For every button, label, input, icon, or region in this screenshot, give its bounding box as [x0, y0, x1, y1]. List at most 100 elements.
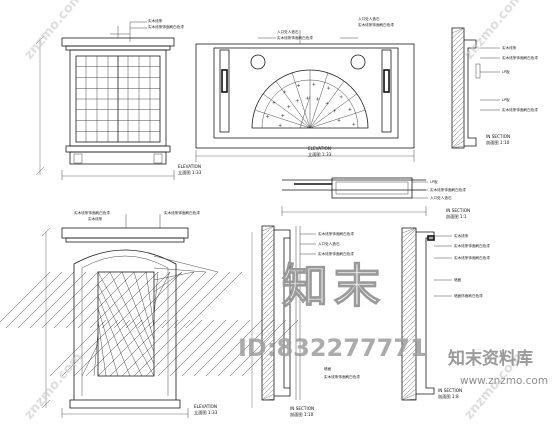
bottom-center-section: 实木线条饰面刷白色漆 入口处人造石 实木线条饰面刷白色漆 墙面 实木线条饰面刷白…: [251, 225, 360, 418]
annotation: 实木线条: [502, 45, 517, 50]
drawing-line: [451, 125, 465, 139]
annotation: 入口处人造石: [277, 29, 299, 34]
drawing-line: [261, 243, 275, 257]
drawing-line: [451, 95, 465, 109]
drawing-line: [133, 319, 191, 377]
drawing-line: [113, 271, 171, 329]
drawing-line: [97, 319, 155, 377]
watermark-id: ID:832277771: [238, 334, 427, 362]
drawing-title: IN SECTION: [290, 406, 314, 411]
drawing-line: [451, 80, 465, 94]
drawing-line: [65, 271, 123, 329]
drawing-line: [401, 227, 417, 239]
drawing-line: [89, 271, 147, 329]
drawing-line: [451, 145, 465, 149]
drawing-line: [145, 319, 203, 377]
drawing-title: ELEVATION: [308, 146, 331, 151]
drawing-scale: 剖面图 1:8: [438, 393, 459, 400]
annotation: 实木线条: [148, 18, 163, 23]
drawing-line: [0, 271, 51, 323]
drawing-line: [401, 393, 417, 401]
watermark-url: www.znzmo.com: [460, 375, 548, 387]
drawing-line: [451, 35, 465, 49]
drawing-line: [261, 373, 275, 387]
hatched-wall: [451, 27, 465, 149]
drawing-line: [121, 271, 155, 353]
drawing-line: [401, 278, 417, 294]
drawing-line: [401, 258, 417, 274]
drawing-line: [401, 228, 417, 244]
drawing-line: [401, 243, 417, 259]
drawing-line: [101, 271, 159, 329]
drawing-line: [261, 318, 275, 332]
drawing-scale: 立面图 1:33: [308, 151, 332, 158]
hatched-wall: [261, 225, 275, 401]
drawing-line: [261, 288, 275, 302]
drawing-line: [261, 398, 275, 401]
drawing-line: [401, 273, 417, 289]
annotation: LP板: [430, 179, 438, 184]
drawing-line: [261, 273, 275, 287]
drawing-line: [401, 348, 417, 364]
drawing-line: [193, 319, 251, 377]
drawing-line: [153, 255, 219, 273]
drawing-line: [309, 109, 366, 129]
annotation: 墙面: [454, 277, 462, 282]
drawing-line: [401, 227, 417, 234]
annotation: 实木线条饰面刷白色漆: [318, 231, 354, 236]
watermark-brand: 知末资料库: [447, 348, 533, 369]
drawing-line: [401, 263, 417, 279]
drawing-line: [261, 358, 275, 372]
drawing-line: [401, 398, 417, 401]
drawing-line: [401, 373, 417, 389]
annotation: 实木线条饰面刷白色漆: [277, 35, 313, 40]
drawing-line: [261, 298, 275, 312]
annotation: 实木线条饰面刷白色漆: [454, 255, 490, 260]
drawing-line: [451, 75, 465, 89]
annotation: 实木线条饰面刷白色漆: [318, 251, 354, 256]
drawing-line: [49, 319, 107, 377]
drawing-title: IN SECTION: [438, 388, 462, 393]
drawing-line: [451, 90, 465, 104]
watermark-logo-text: 知末: [282, 259, 386, 313]
drawing-line: [109, 271, 155, 365]
drawing-line: [401, 318, 417, 334]
drawing-line: [29, 271, 87, 329]
drawing-scale: 剖面图 1:10: [290, 411, 314, 418]
drawing-line: [401, 388, 417, 401]
drawing-line: [261, 225, 275, 232]
drawing-line: [451, 50, 465, 64]
annotation: 实木线条饰面刷白色漆: [502, 107, 538, 112]
drawing-line: [401, 323, 417, 339]
drawing-title: IN SECTION: [486, 134, 510, 139]
drawing-scale: 剖面图 1:1: [446, 213, 467, 220]
drawing-line: [275, 80, 311, 129]
drawing-line: [133, 271, 155, 341]
drawing-line: [157, 319, 215, 377]
drawing-line: [401, 298, 417, 314]
drawing-line: [261, 278, 275, 292]
drawing-line: [401, 308, 417, 324]
drawing-line: [261, 323, 275, 337]
drawing-line: [261, 393, 275, 401]
drawing-line: [451, 130, 465, 144]
annotation: 实木线条饰面刷白色漆: [324, 374, 360, 379]
drawing-line: [261, 388, 275, 401]
drawing-line: [153, 267, 207, 273]
drawing-line: [401, 283, 417, 299]
drawing-line: [261, 283, 275, 297]
drawing-line: [401, 338, 417, 354]
drawing-line: [153, 271, 195, 281]
drawing-line: [451, 140, 465, 149]
drawing-line: [261, 368, 275, 382]
drawing-line: [85, 319, 143, 377]
annotation: 实木线条: [454, 233, 469, 238]
drawing-line: [309, 72, 329, 129]
drawing-line: [261, 303, 275, 317]
drawing-line: [401, 293, 417, 309]
drawing-title: ELEVATION: [178, 164, 201, 169]
drawing-title: ELEVATION: [194, 404, 217, 409]
annotation: 入口处人造石: [318, 241, 340, 246]
drawing-line: [261, 328, 275, 342]
drawing-line: [5, 271, 63, 329]
